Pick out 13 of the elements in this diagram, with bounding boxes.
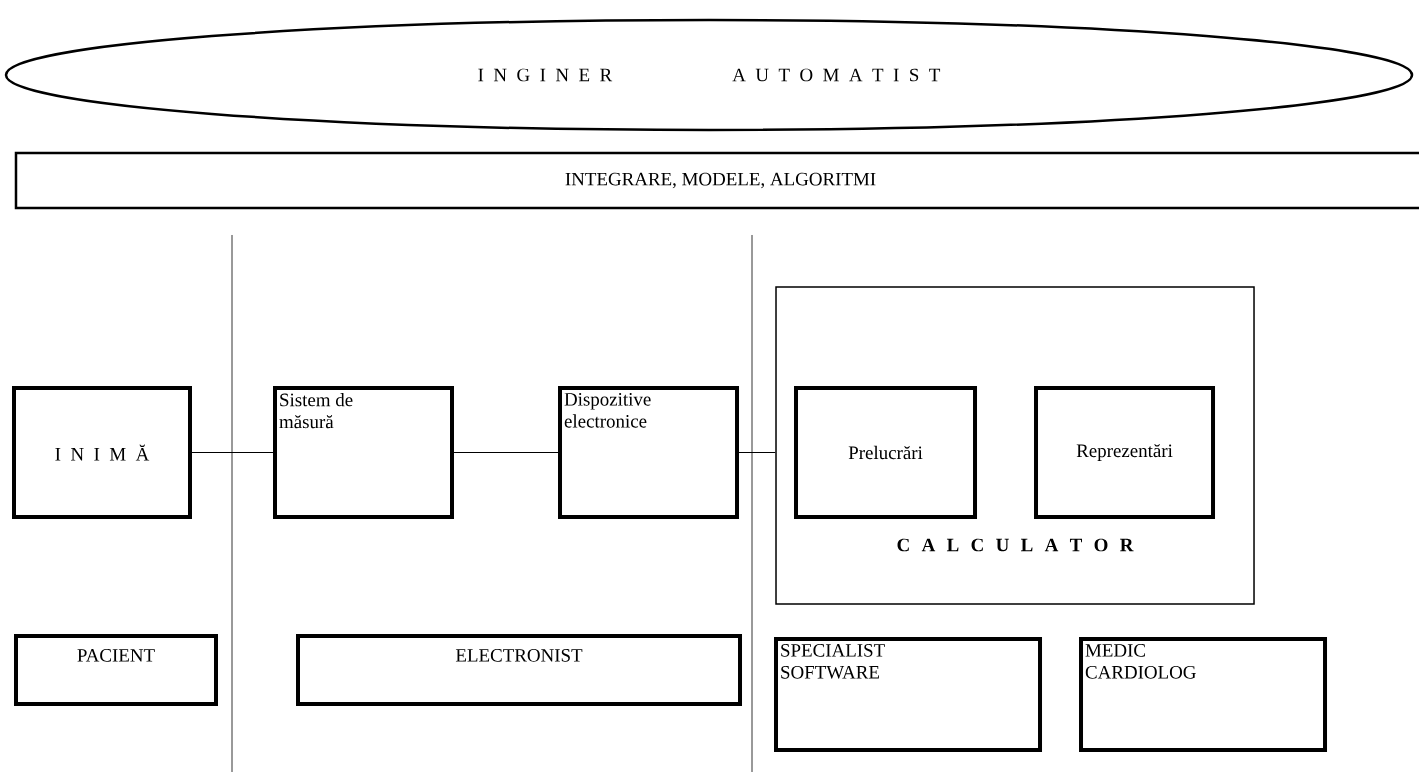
process-box: SPECIALIST SOFTWARE: [774, 637, 1042, 752]
role-box: PACIENT: [14, 634, 218, 706]
process-box: I N I M Ă: [12, 386, 192, 519]
role-box: ELECTRONIST: [296, 634, 742, 706]
banner-box: INTEGRARE, MODELE, ALGORITMI: [14, 151, 1419, 210]
process-box: Prelucrări: [794, 386, 977, 519]
connector-line: [738, 451, 776, 454]
process-box: Sistem de măsură: [273, 386, 454, 519]
process-box: Reprezentări: [1034, 386, 1215, 519]
process-box: Dispozitive electronice: [558, 386, 739, 519]
process-box: MEDIC CARDIOLOG: [1079, 637, 1327, 752]
connector-line: [191, 451, 274, 454]
connector-line: [453, 451, 559, 454]
